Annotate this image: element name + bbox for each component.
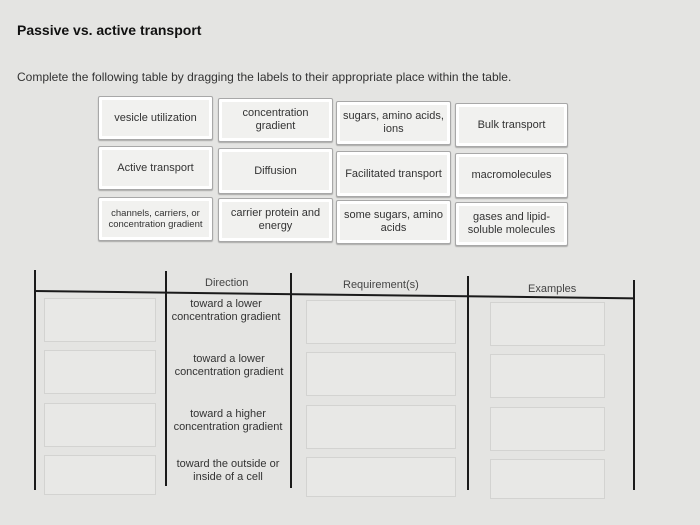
row-label-direction-4: toward the outside or inside of a cell	[176, 458, 280, 483]
column-header-examples: Examples	[528, 283, 577, 295]
row-label-direction-1: toward a lower concentration gradient	[171, 298, 281, 323]
drag-label-text: macromolecules	[471, 169, 552, 181]
drag-label-concentration-gradient[interactable]: concentration gradient	[218, 98, 333, 142]
drag-label-gases-lipid-soluble[interactable]: gases and lipid-soluble molecules	[455, 202, 568, 246]
drag-label-text: Facilitated transport	[345, 167, 442, 180]
drag-label-vesicle-utilization[interactable]: vesicle utilization	[98, 96, 213, 140]
drag-label-text: some sugars, amino acids	[343, 209, 444, 234]
drag-label-macromolecules[interactable]: macromolecules	[455, 153, 568, 198]
drop-zone-row1-requirement[interactable]	[306, 300, 456, 344]
drag-label-text: Diffusion	[254, 164, 297, 177]
drag-label-text: Active transport	[117, 161, 194, 174]
drag-label-text: channels, carriers, or concentration gra…	[108, 208, 203, 230]
drag-label-text: Bulk transport	[477, 118, 546, 131]
table-grid-line	[34, 270, 36, 490]
drop-zone-row2-examples[interactable]	[490, 354, 605, 398]
table-grid-line	[290, 273, 292, 488]
column-header-direction: Direction	[205, 277, 249, 289]
drop-zone-row2-type[interactable]	[44, 350, 156, 394]
drag-label-text: vesicle utilization	[114, 111, 197, 124]
table-grid-line	[165, 271, 167, 486]
drag-label-carrier-protein-energy[interactable]: carrier protein and energy	[218, 198, 333, 242]
drag-label-diffusion[interactable]: Diffusion	[218, 148, 333, 194]
drop-zone-row1-examples[interactable]	[490, 302, 605, 346]
drag-label-channels-carriers[interactable]: channels, carriers, or concentration gra…	[98, 197, 213, 241]
table-grid-line	[633, 280, 635, 490]
drag-label-bulk-transport[interactable]: Bulk transport	[455, 103, 568, 147]
drop-zone-row4-type[interactable]	[44, 455, 156, 495]
drag-label-some-sugars-amino-acids[interactable]: some sugars, amino acids	[336, 200, 451, 244]
drop-zone-row4-requirement[interactable]	[306, 457, 456, 497]
drag-label-text: carrier protein and energy	[230, 207, 321, 232]
drop-zone-row4-examples[interactable]	[490, 459, 605, 499]
drag-label-active-transport[interactable]: Active transport	[98, 146, 213, 190]
row-label-direction-3: toward a higher concentration gradient	[173, 408, 283, 433]
drag-label-facilitated-transport[interactable]: Facilitated transport	[336, 151, 451, 197]
table-grid-line	[467, 276, 469, 490]
drop-zone-row1-type[interactable]	[44, 298, 156, 342]
drag-label-text: gases and lipid-soluble molecules	[467, 211, 556, 236]
drop-zone-row3-requirement[interactable]	[306, 405, 456, 449]
column-header-requirements: Requirement(s)	[343, 279, 419, 291]
drop-zone-row2-requirement[interactable]	[306, 352, 456, 396]
page-title: Passive vs. active transport	[17, 22, 202, 38]
drag-label-text: concentration gradient	[242, 107, 309, 132]
drag-label-sugars-amino-acids-ions[interactable]: sugars, amino acids, ions	[336, 101, 451, 145]
instructions-text: Complete the following table by dragging…	[17, 70, 512, 84]
drop-zone-row3-examples[interactable]	[490, 407, 605, 451]
row-label-direction-2: toward a lower concentration gradient	[174, 353, 284, 378]
drop-zone-row3-type[interactable]	[44, 403, 156, 447]
drag-label-text: sugars, amino acids, ions	[343, 110, 444, 135]
